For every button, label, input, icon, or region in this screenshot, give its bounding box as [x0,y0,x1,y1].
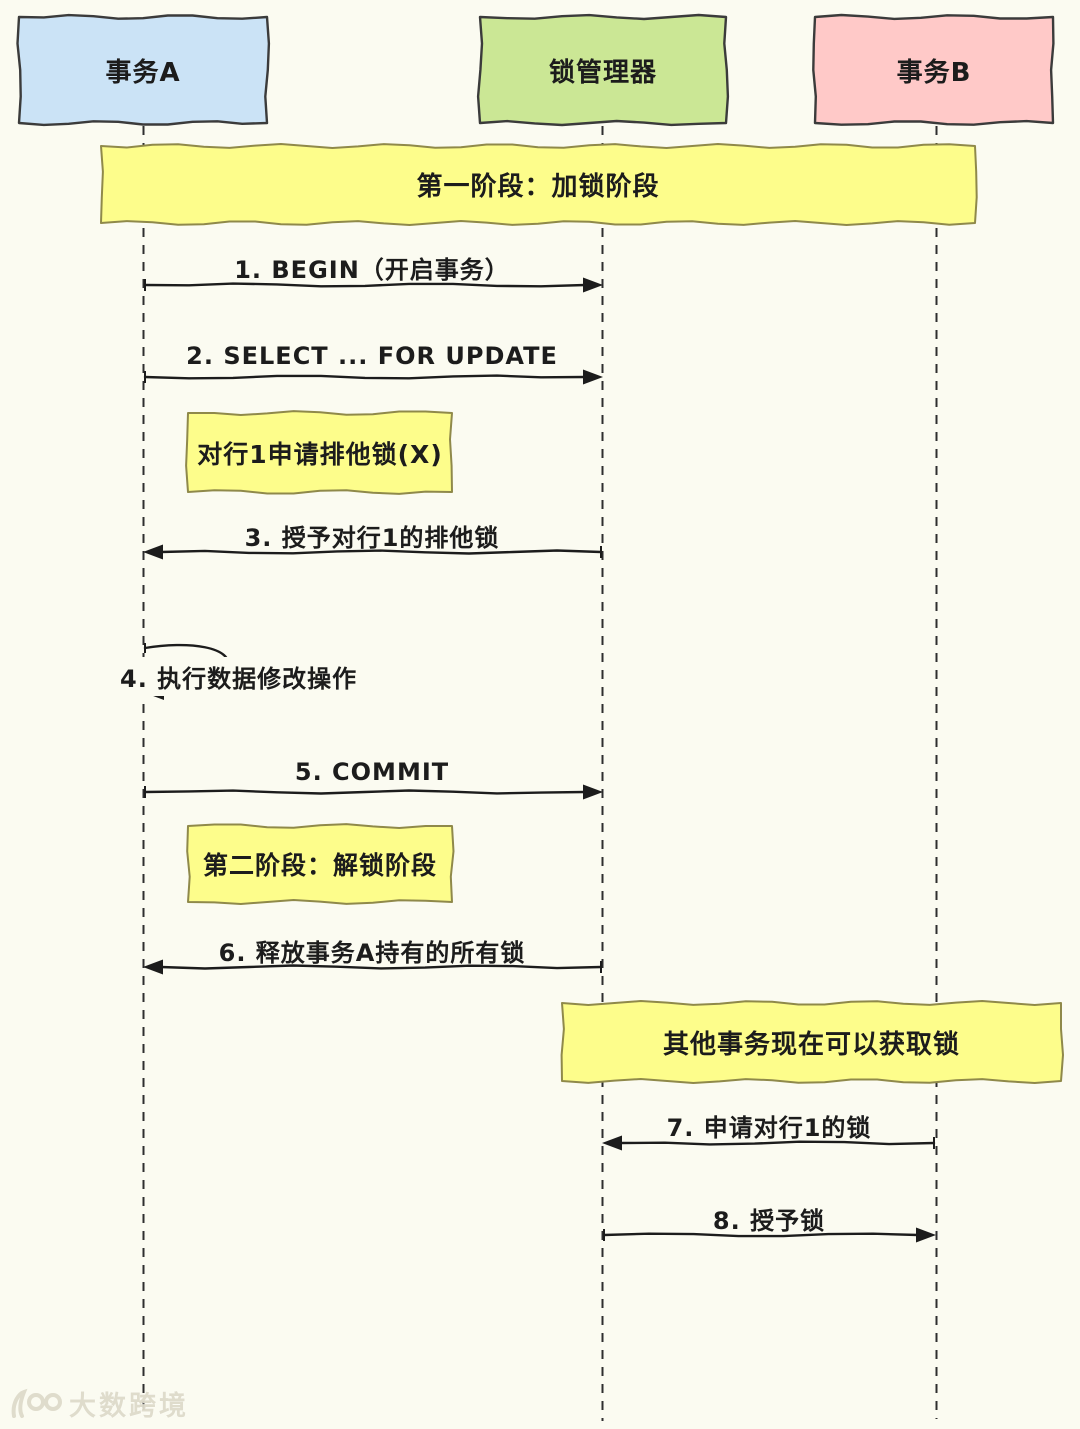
other-transactions-banner-label: 其他事务现在可以获取锁 [662,1029,960,1060]
message-5-label: 5. COMMIT [294,758,450,786]
participant-box [476,13,730,127]
participant-box [16,13,271,127]
other-transactions-banner: 其他事务现在可以获取锁 [559,1000,1064,1084]
message-8-label: 8. 授予锁 [712,1207,826,1235]
message-2-arrow [143,369,603,385]
note-label: 对行1申请排他锁(X) [197,439,443,469]
participant-transaction-b: 事务B [812,13,1056,126]
message-4-label: 4. 执行数据修改操作 [116,657,362,696]
message-2-label: 2. SELECT ... FOR UPDATE [186,342,558,370]
note-request-exclusive-lock: 对行1申请排他锁(X) [185,410,455,495]
banner-box [560,1000,1064,1084]
phase1-banner: 第一阶段：加锁阶段 [98,143,978,226]
phase1-banner-label: 第一阶段：加锁阶段 [416,172,660,202]
message-5-arrow [143,784,603,800]
message-3-label: 3. 授予对行1的排他锁 [244,524,500,552]
message-7-label: 7. 申请对行1的锁 [666,1114,872,1142]
message-7-arrow [602,1135,936,1151]
watermark-logo-icon [11,1388,62,1418]
message-6-arrow [143,959,603,975]
participant-label-transaction-a: 事务A [105,57,181,88]
message-1-label: 1. BEGIN（开启事务） [234,256,510,284]
message-8-arrow [602,1227,936,1243]
watermark: 大数跨境 [10,1384,189,1423]
phase2-banner-label: 第二阶段：解锁阶段 [202,851,437,880]
participant-label-transaction-b: 事务B [896,57,972,88]
message-6-label: 6. 释放事务A持有的所有锁 [218,939,526,967]
watermark-label: 大数跨境 [69,1391,189,1422]
participant-lock-manager: 锁管理器 [476,13,730,127]
banner-box [100,143,978,226]
participant-label-lock-manager: 锁管理器 [548,57,657,88]
message-1-arrow [143,277,603,293]
participant-transaction-a: 事务A [16,13,271,127]
phase2-banner: 第二阶段：解锁阶段 [185,823,455,905]
note-box [185,410,453,495]
participant-box [812,13,1055,126]
message-3-arrow [143,544,603,560]
banner-box [186,823,455,905]
